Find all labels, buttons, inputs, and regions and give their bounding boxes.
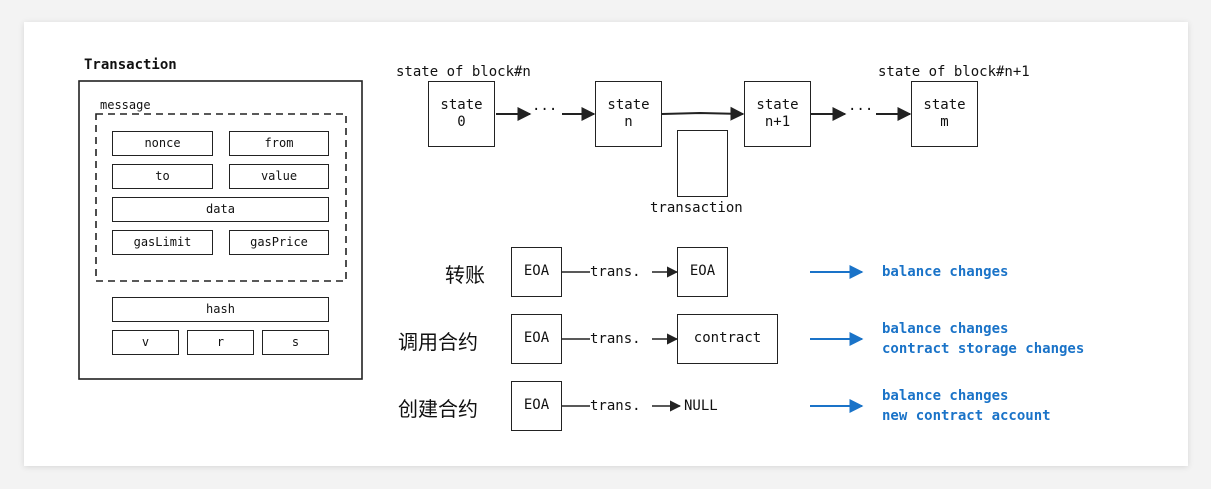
row2-effect-2: contract storage changes — [882, 341, 1085, 357]
field-nonce: nonce — [112, 131, 213, 156]
row2-arrow-label: trans. — [590, 331, 641, 347]
row1-to-box: EOA — [677, 247, 728, 297]
message-frame — [95, 113, 347, 282]
row3-to-null: NULL — [684, 398, 718, 414]
row3-title: 创建合约 — [398, 397, 478, 421]
row3-effect-1: balance changes — [882, 388, 1009, 404]
field-data: data — [112, 197, 329, 222]
state-box-0: state 0 — [428, 81, 495, 147]
row1-title: 转账 — [445, 263, 485, 287]
field-r: r — [187, 330, 254, 355]
field-value: value — [229, 164, 329, 189]
field-to: to — [112, 164, 213, 189]
row2-effect-1: balance changes — [882, 321, 1009, 337]
ellipsis-2: ··· — [848, 102, 874, 118]
state-box-m: state m — [911, 81, 978, 147]
row1-from-box: EOA — [511, 247, 562, 297]
ellipsis-1: ··· — [532, 102, 558, 118]
field-hash: hash — [112, 297, 329, 322]
row1-arrow-label: trans. — [590, 264, 641, 280]
field-gasprice: gasPrice — [229, 230, 329, 255]
row3-effect-2: new contract account — [882, 408, 1051, 424]
arrow-staten-staten1 — [661, 106, 745, 121]
row3-arrow-label: trans. — [590, 398, 641, 414]
state-label-block-n: state of block#n — [396, 64, 531, 80]
transaction-caption: transaction — [650, 200, 743, 216]
transaction-title: Transaction — [84, 57, 177, 73]
state-box-n: state n — [595, 81, 662, 147]
row2-from-box: EOA — [511, 314, 562, 364]
field-v: v — [112, 330, 179, 355]
row3-from-box: EOA — [511, 381, 562, 431]
transaction-frame — [78, 80, 363, 380]
row2-title: 调用合约 — [398, 330, 478, 354]
field-from: from — [229, 131, 329, 156]
row1-effect-1: balance changes — [882, 264, 1009, 280]
row2-to-box: contract — [677, 314, 778, 364]
message-label: message — [100, 98, 151, 112]
state-box-n1: state n+1 — [744, 81, 811, 147]
field-s: s — [262, 330, 329, 355]
state-label-block-n1: state of block#n+1 — [878, 64, 1030, 80]
transaction-box — [677, 130, 728, 197]
field-gaslimit: gasLimit — [112, 230, 213, 255]
